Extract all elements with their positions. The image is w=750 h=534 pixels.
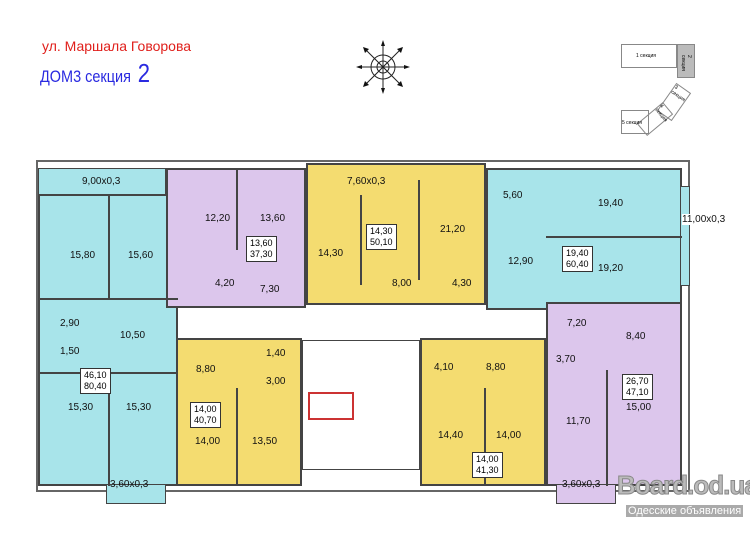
compass-rose-icon xyxy=(356,40,410,94)
room-area: 15,00 xyxy=(626,402,652,413)
room-area: 9,00x0,3 xyxy=(82,176,121,187)
room-area: 1,40 xyxy=(266,348,286,359)
section-key-plan: 1 секция 2 секция 3 секция 4 секция 5 се… xyxy=(615,40,705,140)
room-area: 14,00 xyxy=(496,430,522,441)
wall xyxy=(38,298,178,300)
room-area: 10,50 xyxy=(120,330,146,341)
wall xyxy=(236,170,238,250)
wall xyxy=(484,388,486,486)
room-area: 8,00 xyxy=(392,278,412,289)
wall xyxy=(236,388,238,486)
room-area: 7,60x0,3 xyxy=(347,176,386,187)
room-area: 11,70 xyxy=(566,416,591,427)
watermark-site: Board.od.ua xyxy=(617,470,750,501)
wall xyxy=(418,180,420,280)
house-number: 3 xyxy=(73,67,82,86)
wall xyxy=(108,380,110,486)
section-number: 2 xyxy=(137,58,151,88)
room-area: 8,40 xyxy=(626,331,646,342)
room-area: 7,30 xyxy=(260,284,280,295)
room-area: 12,90 xyxy=(508,256,534,267)
room-area: 3,00 xyxy=(266,376,286,387)
room-area: 4,20 xyxy=(215,278,235,289)
street-title: ул. Маршала Говорова xyxy=(42,38,192,54)
section-label: секция xyxy=(85,67,131,86)
room-area: 14,40 xyxy=(438,430,464,441)
room-area: 15,60 xyxy=(128,250,154,261)
balcony-lower-right xyxy=(556,484,616,504)
apartment-top-right xyxy=(486,168,682,310)
key-section-1: 1 секция xyxy=(621,44,677,68)
room-area: 2,90 xyxy=(60,318,80,329)
room-area: 3,70 xyxy=(556,354,576,365)
wall xyxy=(108,196,110,300)
room-area: 15,30 xyxy=(68,402,94,413)
room-area: 21,20 xyxy=(440,224,466,235)
room-area: 11,00x0,3 xyxy=(682,214,726,225)
room-area: 13,50 xyxy=(252,436,278,447)
house-section-title: ДОМ3 секция 2 xyxy=(40,58,150,89)
wall xyxy=(546,236,682,238)
room-area: 14,00 xyxy=(195,436,221,447)
room-area: 4,30 xyxy=(452,278,472,289)
elevator xyxy=(308,392,354,420)
room-area: 8,80 xyxy=(486,362,506,373)
wall xyxy=(360,195,362,285)
room-area: 5,60 xyxy=(503,190,523,201)
room-area: 4,10 xyxy=(434,362,454,373)
room-area: 14,30 xyxy=(318,248,344,259)
room-area: 1,50 xyxy=(60,346,80,357)
wall xyxy=(606,370,608,486)
key-section-2-highlight: 2 секция xyxy=(677,44,695,78)
watermark-tagline: Одесские объявления xyxy=(626,505,744,517)
room-area: 3,60x0,3 xyxy=(110,479,149,490)
room-area: 19,20 xyxy=(598,263,624,274)
room-area: 7,20 xyxy=(567,318,587,329)
room-area: 15,80 xyxy=(70,250,96,261)
room-area: 12,20 xyxy=(205,213,231,224)
room-area: 13,60 xyxy=(260,213,286,224)
room-area: 15,30 xyxy=(126,402,152,413)
room-area: 19,40 xyxy=(598,198,624,209)
apartment-lower-right-purple xyxy=(546,302,682,486)
room-area: 8,80 xyxy=(196,364,216,375)
room-area: 3,60x0,3 xyxy=(562,479,601,490)
key-section-5: 5 секция xyxy=(621,110,649,134)
balcony-lower-left xyxy=(106,484,166,504)
house-label: ДОМ xyxy=(40,67,74,86)
